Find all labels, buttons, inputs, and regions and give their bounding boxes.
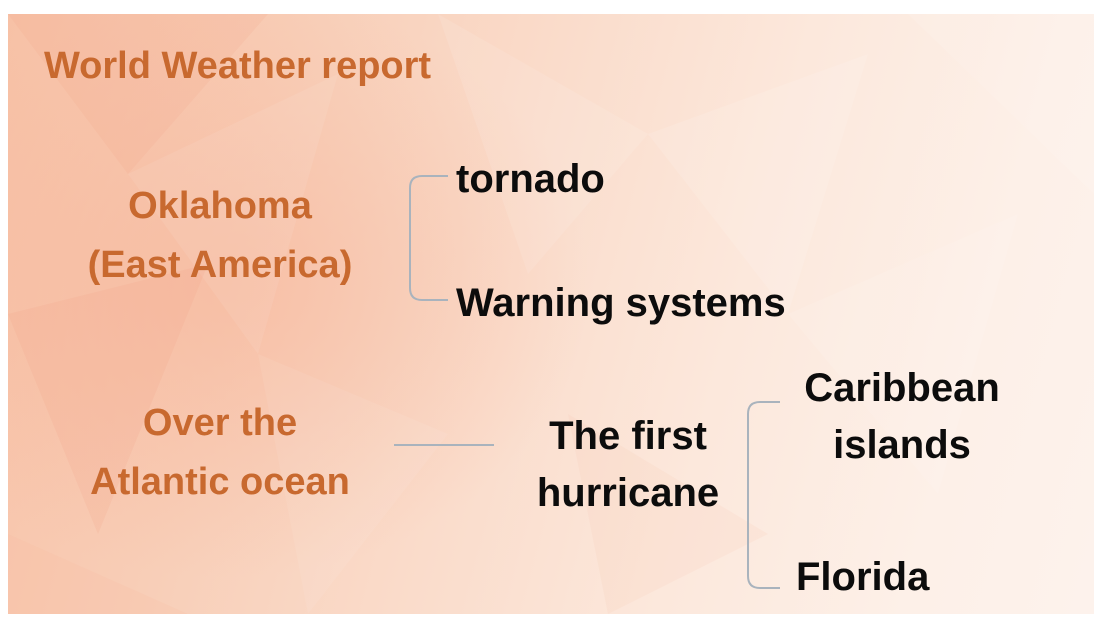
node-atlantic-line-2: Atlantic ocean: [90, 461, 350, 503]
node-oklahoma-line-1: Oklahoma: [128, 185, 312, 227]
node-first-hurricane-line-1: The first: [549, 414, 707, 458]
node-caribbean-islands: Caribbean islands: [784, 360, 1020, 474]
slide: World Weather report Oklahoma (East Amer…: [8, 14, 1094, 614]
node-atlantic: Over the Atlantic ocean: [44, 394, 396, 512]
slide-title: World Weather report: [44, 45, 432, 87]
node-first-hurricane-line-2: hurricane: [536, 471, 720, 515]
node-caribbean-line-1: Caribbean: [804, 366, 1000, 410]
node-first-hurricane: The first hurricane: [514, 408, 742, 522]
node-warning-systems: Warning systems: [456, 281, 786, 325]
connector-lines: [394, 175, 780, 589]
bracket-hurricane: [747, 401, 780, 589]
node-caribbean-line-2: islands: [833, 423, 971, 467]
node-atlantic-line-1: Over the: [142, 402, 298, 444]
node-florida: Florida: [796, 555, 930, 599]
bracket-oklahoma: [409, 175, 448, 301]
background-facets: [8, 14, 1094, 614]
node-oklahoma: Oklahoma (East America): [44, 177, 396, 295]
node-tornado: tornado: [456, 157, 605, 201]
node-oklahoma-line-2: (East America): [87, 244, 353, 286]
